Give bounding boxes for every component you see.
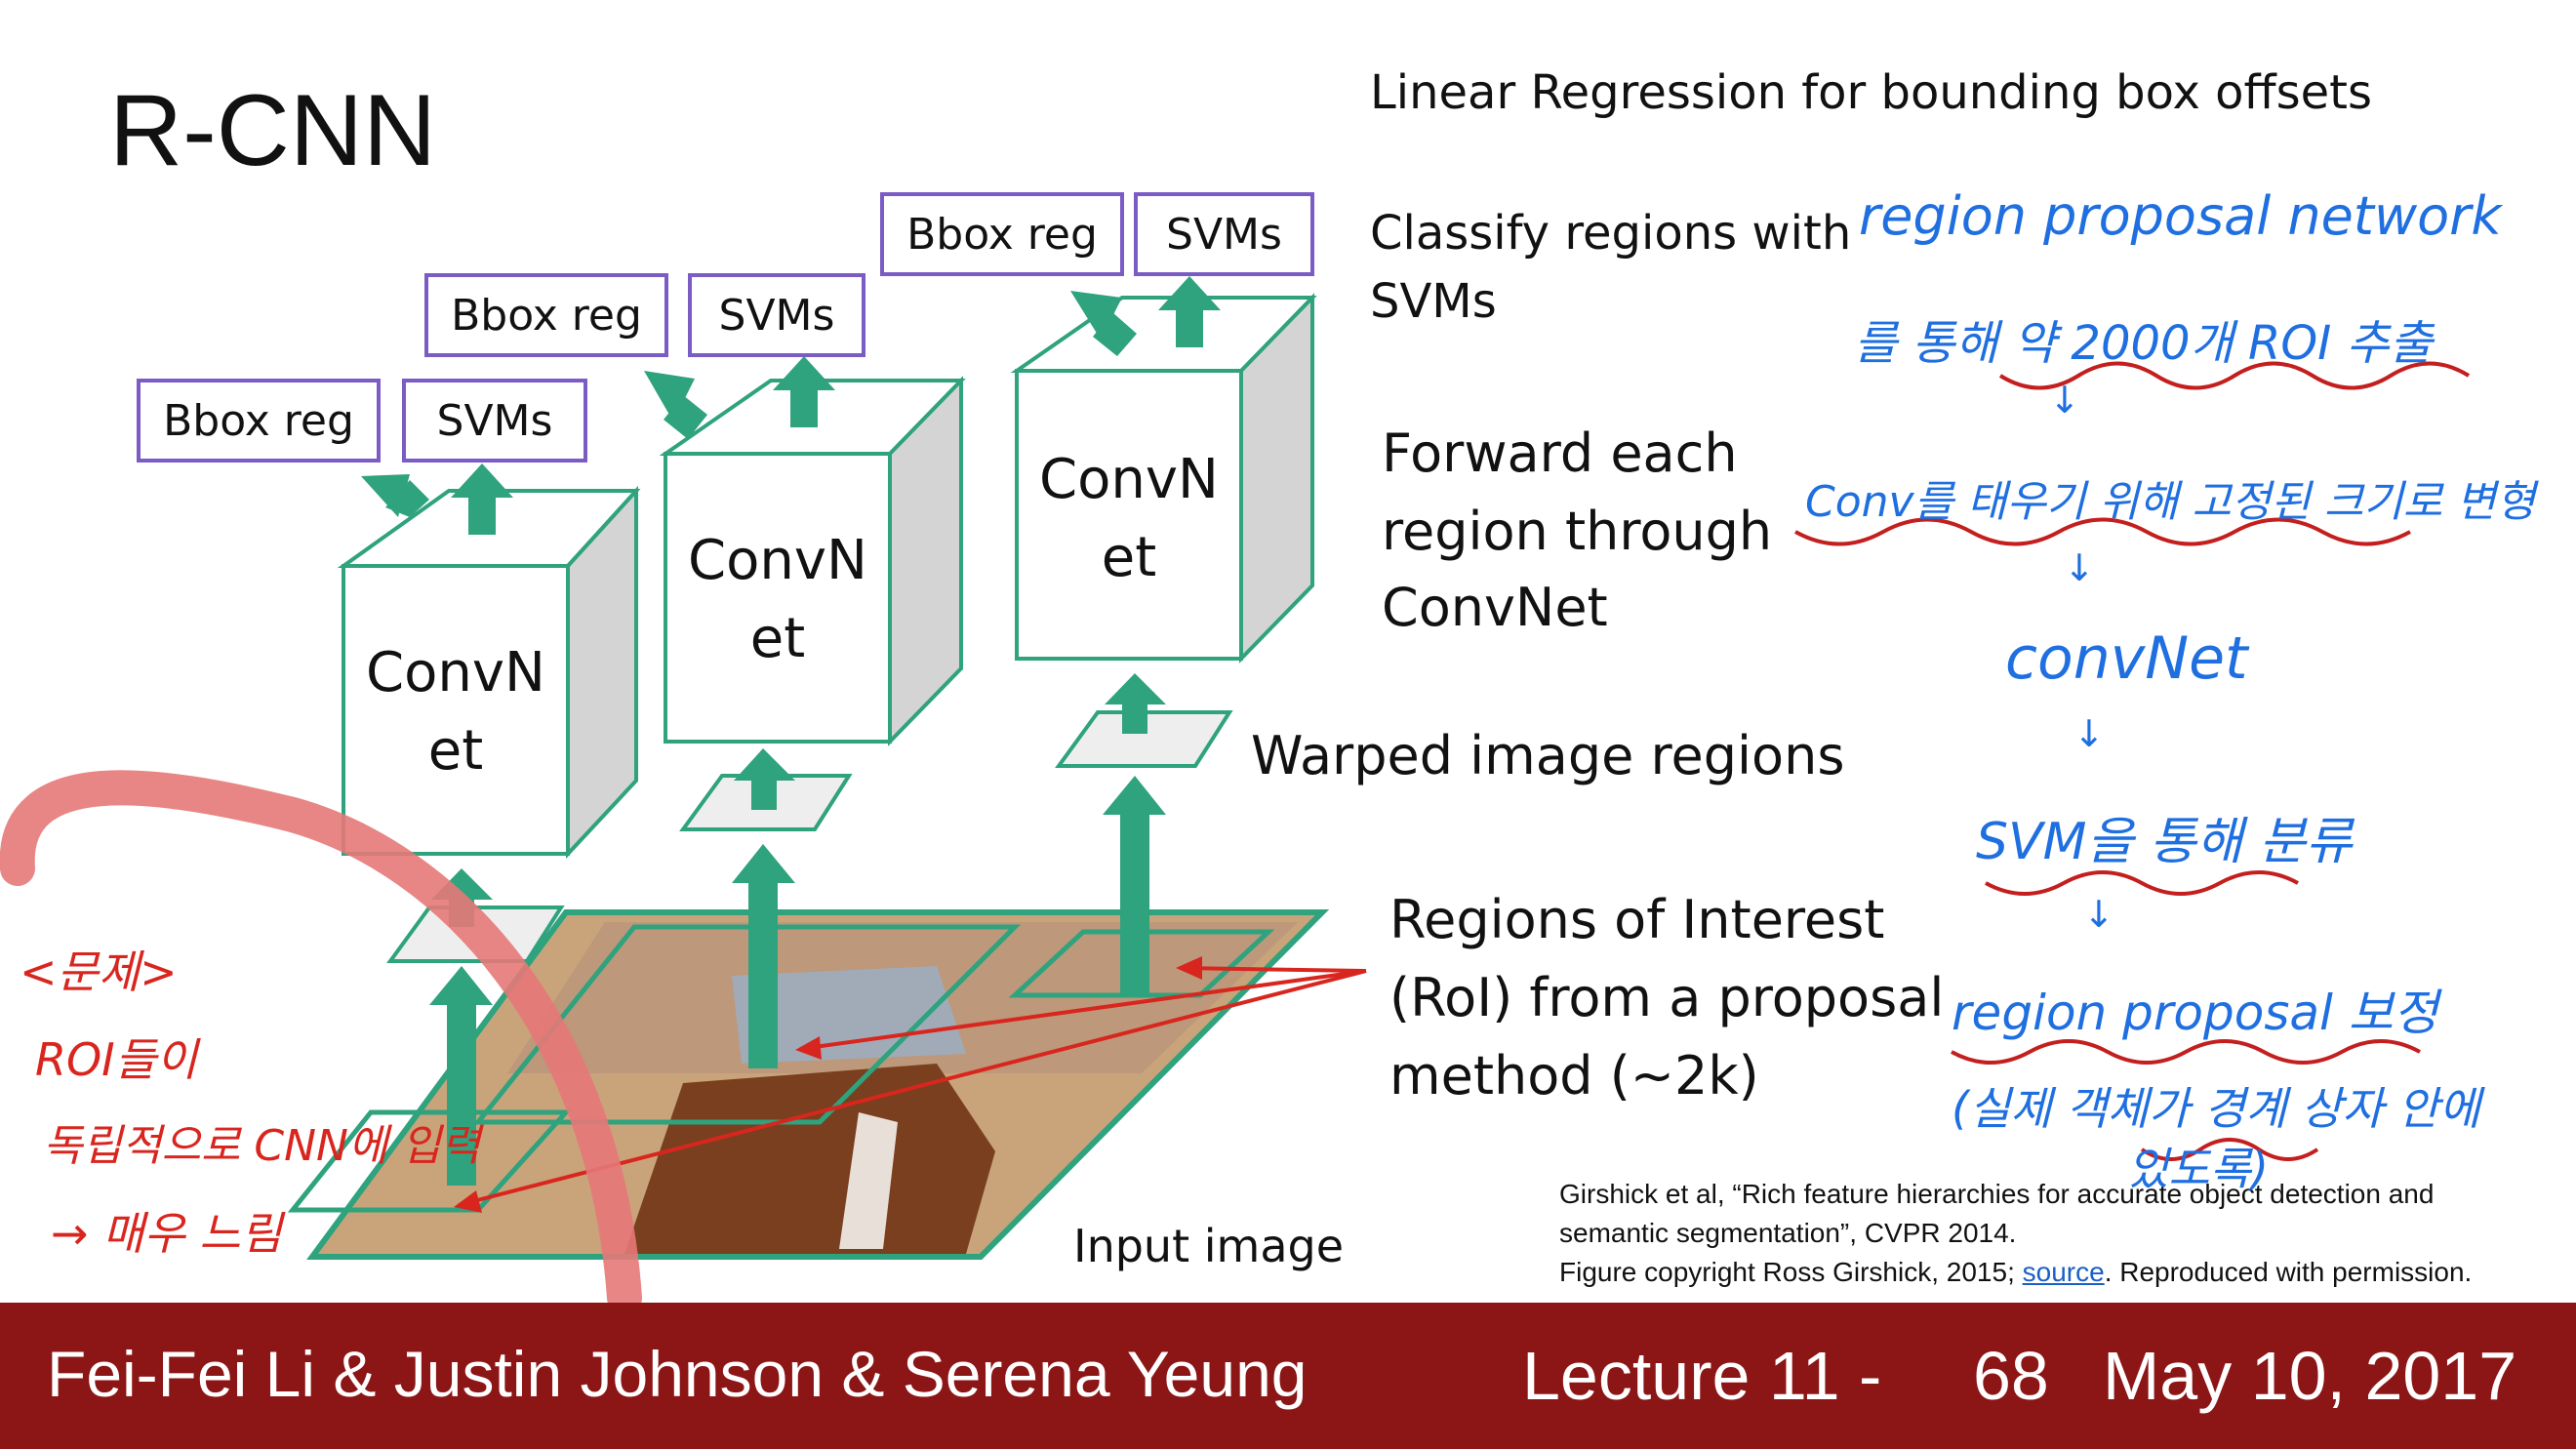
svms-box-1: SVMs — [402, 379, 587, 463]
handwriting-red-3: 독립적으로 CNN에 입력 — [43, 1121, 481, 1171]
roi-box-center — [472, 924, 1022, 1125]
handwriting-blue-8: SVM을 통해 분류 — [1976, 813, 2353, 871]
handwriting-red-4: → 매우 느림 — [51, 1207, 283, 1260]
convnet-1-front — [342, 564, 570, 856]
label-classify-line1: Classify regions with — [1370, 206, 1852, 261]
label-forward-line3: ConvNet — [1382, 577, 1608, 638]
bbox-reg-box-2: Bbox reg — [424, 273, 668, 357]
convnet-3-label-line2: et — [1101, 526, 1157, 589]
citation-line3-suffix: . Reproduced with permission. — [2104, 1257, 2473, 1287]
footer-bar: Fei-Fei Li & Justin Johnson & Serena Yeu… — [0, 1303, 2576, 1449]
arrows-convnet-1-out — [361, 463, 513, 535]
label-roi-line2: (RoI) from a proposal — [1389, 967, 1945, 1028]
arrow-warp-to-convnet-2 — [734, 748, 795, 810]
handwriting-blue-12: 있도록) — [2127, 1143, 2269, 1195]
arrow-image-to-warp-3 — [1103, 776, 1166, 995]
footer-page-number: 68 — [1973, 1338, 2049, 1414]
citation-line1: Girshick et al, “Rich feature hierarchie… — [1559, 1179, 2435, 1209]
label-classify-line2: SVMs — [1370, 274, 1497, 329]
label-roi-line1: Regions of Interest — [1389, 889, 1885, 950]
label-roi-line3: method (~2k) — [1389, 1045, 1759, 1107]
convnet-2-label: ConvN et — [665, 522, 890, 678]
arrows-convnet-3-out — [1070, 276, 1221, 356]
bbox-reg-box-1: Bbox reg — [137, 379, 381, 463]
handwriting-blue-5: ↓ — [2064, 546, 2095, 589]
label-forward-line1: Forward each — [1382, 423, 1738, 484]
label-forward-line2: region through — [1382, 501, 1773, 562]
wavy-underline-4 — [1951, 1039, 2421, 1065]
handwriting-blue-4: Conv를 태우기 위해 고정된 크기로 변형 — [1805, 477, 2536, 527]
footer-lecture: Lecture 11 - — [1522, 1338, 1882, 1414]
label-warped: Warped image regions — [1251, 725, 1845, 786]
convnet-3-front — [1015, 369, 1243, 661]
convnet-3-label-line1: ConvN — [1039, 448, 1219, 511]
footer-authors: Fei-Fei Li & Justin Johnson & Serena Yeu… — [47, 1338, 1308, 1410]
arrow-image-to-warp-2 — [732, 844, 795, 1068]
bbox-reg-box-3: Bbox reg — [880, 192, 1124, 276]
convnet-3-label: ConvN et — [1017, 441, 1241, 597]
roi-pointer-arrowheads — [454, 956, 1202, 1213]
handwriting-blue-1: region proposal network — [1859, 185, 2502, 247]
wavy-underline-1 — [1998, 361, 2471, 390]
red-annotation-curve — [0, 770, 642, 1315]
svms-box-2: SVMs — [688, 273, 865, 357]
arrows-convnet-2-out — [644, 356, 835, 439]
handwriting-blue-10: region proposal 보정 — [1952, 985, 2438, 1041]
horse-blaze — [839, 1112, 898, 1249]
citation-line3: Figure copyright Ross Girshick, 2015; so… — [1559, 1253, 2472, 1292]
convnet-2-front — [664, 452, 892, 744]
arrow-image-to-warp-1 — [429, 966, 493, 1186]
wavy-underline-2 — [1794, 517, 2411, 546]
convnet-1-label: ConvN et — [343, 634, 568, 790]
handwriting-blue-2: 를 통해 약 2000개 ROI 추출 — [1854, 316, 2433, 371]
svms-box-3: SVMs — [1134, 192, 1314, 276]
handwriting-blue-9: ↓ — [2083, 893, 2114, 936]
convnet-2-label-line2: et — [749, 607, 806, 670]
convnet-1-label-line2: et — [427, 719, 484, 783]
label-linear-regression: Linear Regression for bounding box offse… — [1370, 65, 2372, 120]
citation-line2: semantic segmentation”, CVPR 2014. — [1559, 1218, 2017, 1248]
citation-line3-prefix: Figure copyright Ross Girshick, 2015; — [1559, 1257, 2023, 1287]
handwriting-blue-11: (실제 객체가 경계 상자 안에 — [1952, 1082, 2480, 1135]
footer-date: May 10, 2017 — [2103, 1338, 2517, 1414]
horse-shape — [624, 1064, 995, 1254]
slide-title: R-CNN — [109, 74, 437, 187]
convnet-2-label-line1: ConvN — [688, 529, 867, 592]
citation: Girshick et al, “Rich feature hierarchie… — [1559, 1175, 2472, 1292]
citation-source-link[interactable]: source — [2022, 1257, 2105, 1287]
handwriting-red-1: <문제> — [20, 946, 178, 998]
wavy-underline-3 — [1985, 870, 2299, 896]
arrow-warp-to-convnet-3 — [1105, 673, 1166, 734]
convnet-1-label-line1: ConvN — [366, 641, 545, 704]
label-input-image: Input image — [1073, 1220, 1345, 1272]
rider-shape — [732, 966, 966, 1064]
handwriting-blue-7: ↓ — [2073, 712, 2105, 755]
handwriting-blue-3: ↓ — [2049, 379, 2080, 422]
handwriting-blue-6: convNet — [2005, 624, 2248, 693]
handwriting-red-2: ROI들이 — [35, 1033, 198, 1086]
warped-region-3 — [1055, 710, 1233, 768]
wavy-underline-5 — [2140, 1138, 2319, 1161]
